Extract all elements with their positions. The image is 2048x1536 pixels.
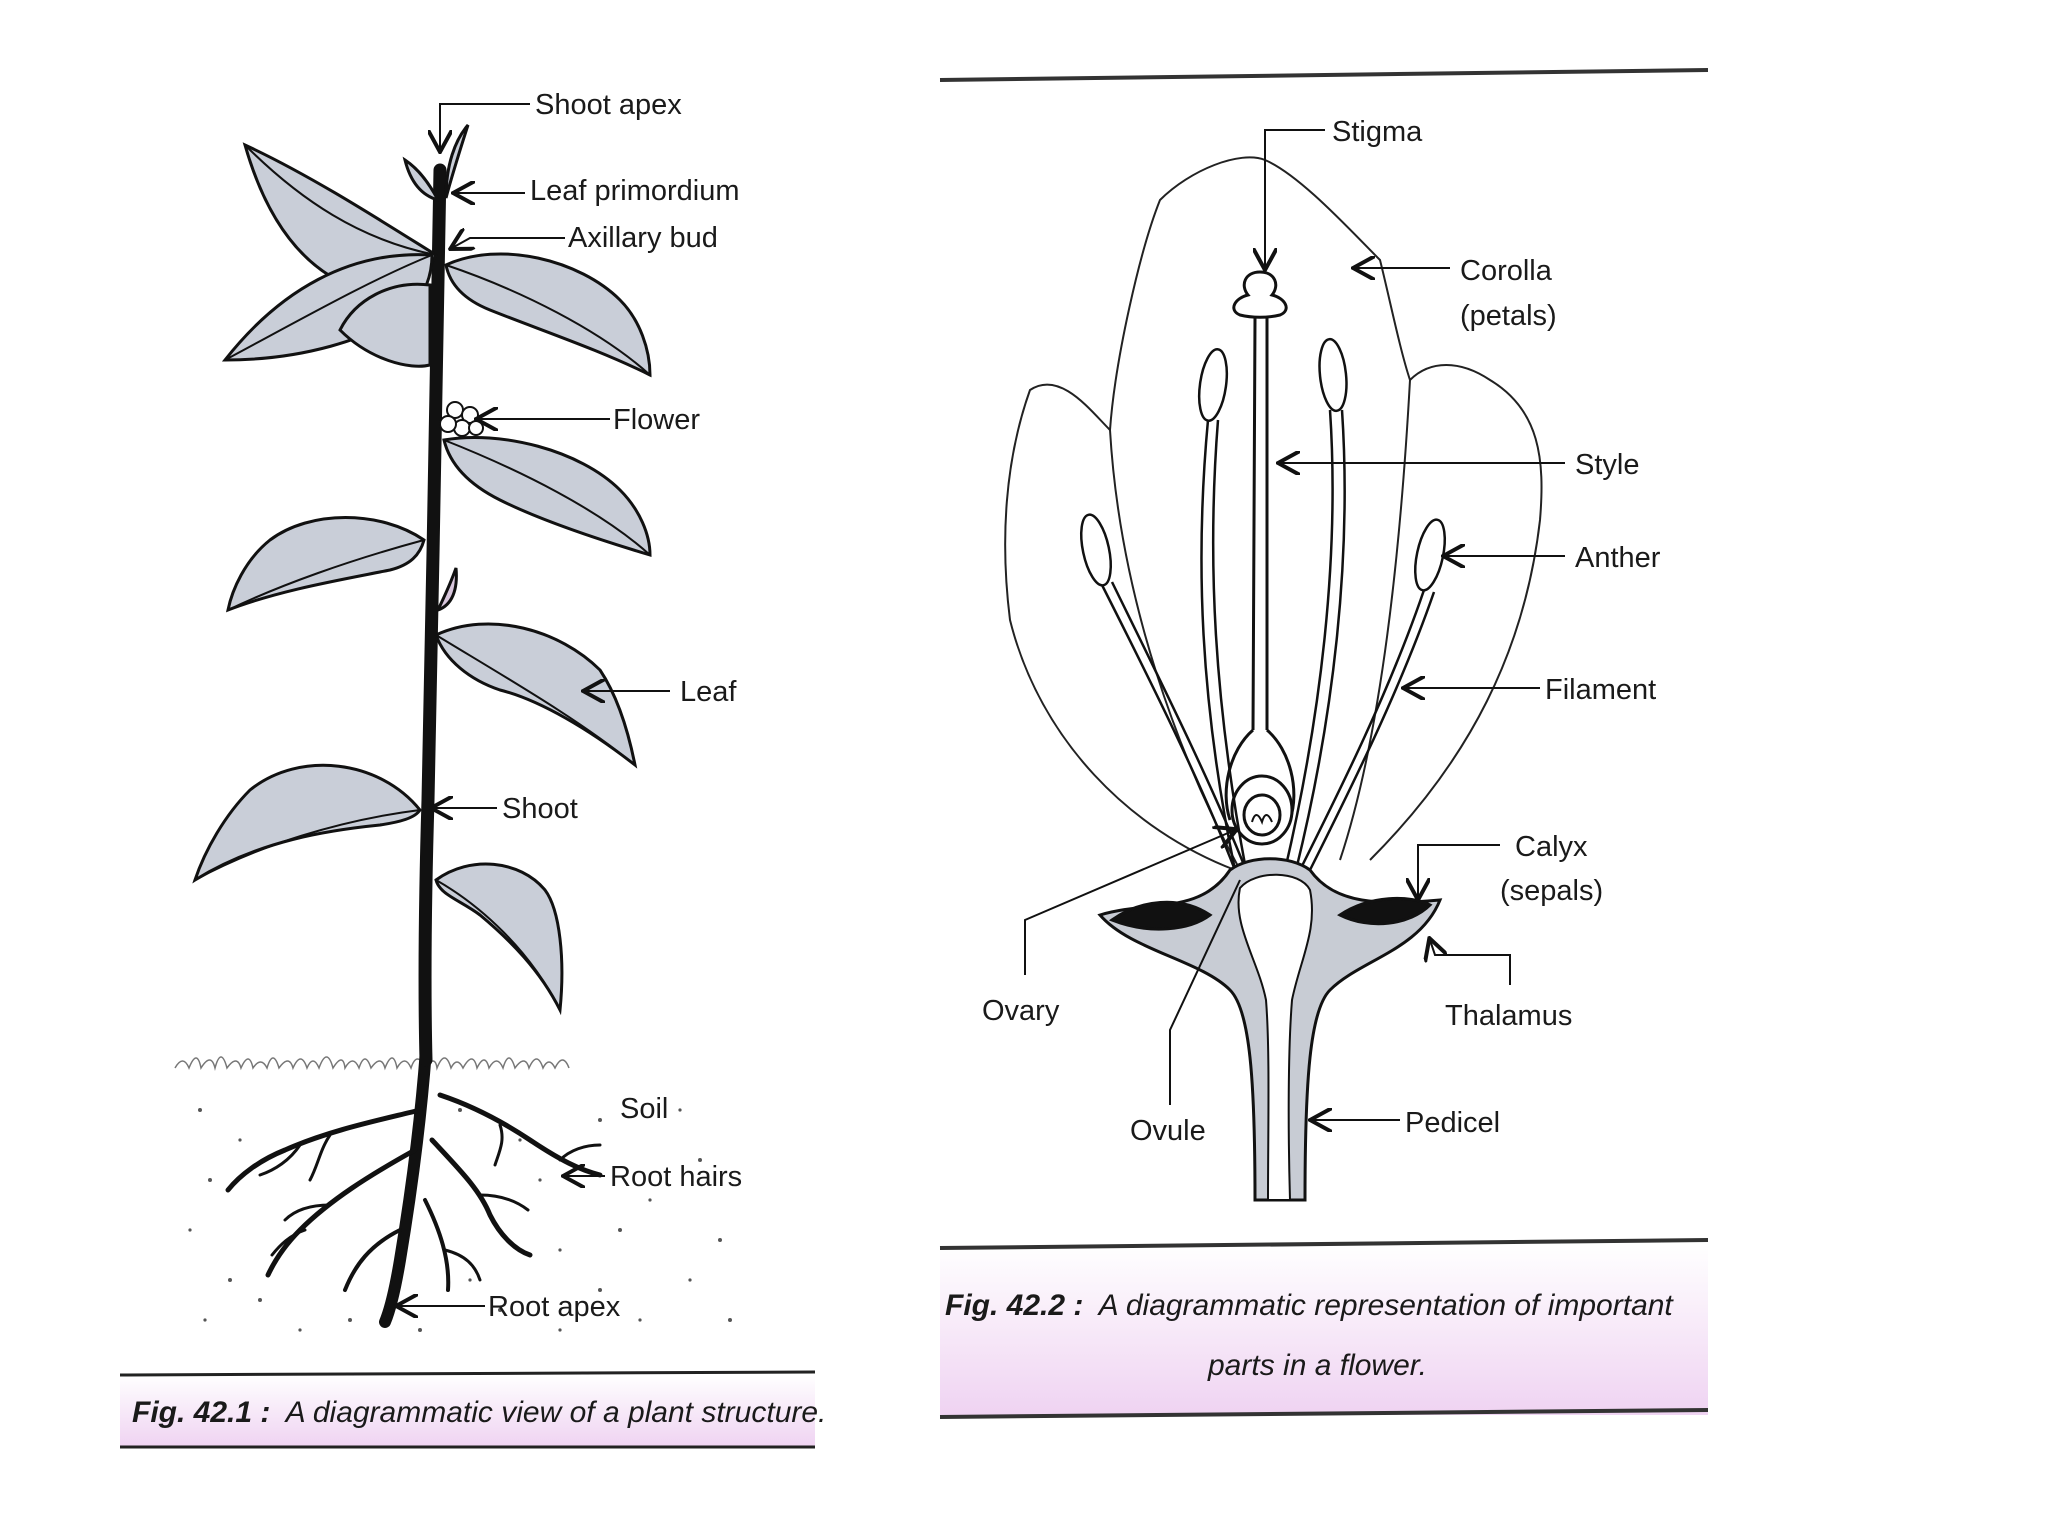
label-flower: Flower	[613, 404, 700, 436]
label-ovary: Ovary	[982, 995, 1060, 1027]
label-anther: Anther	[1575, 542, 1661, 574]
flower-figure: Stigma Corolla (petals) Style Anther Fil…	[939, 68, 1709, 1419]
label-stigma: Stigma	[1332, 116, 1423, 148]
flower-leader-lines	[1024, 129, 1565, 1120]
label-calyx-sub: (sepals)	[1500, 875, 1603, 907]
label-style: Style	[1575, 449, 1639, 481]
root-system	[225, 1044, 603, 1328]
svg-text:Fig. 42.1 : A diagramm: Fig. 42.1 : A diagrammatic view of a pla…	[132, 1396, 826, 1429]
receptacle	[1097, 857, 1443, 1202]
label-ovule: Ovule	[1130, 1115, 1206, 1147]
plant-leader-lines	[398, 103, 670, 1306]
label-shoot: Shoot	[502, 793, 578, 825]
plant-figure: Shoot apex Leaf primordium Axillary bud …	[119, 89, 826, 1449]
label-pedicel: Pedicel	[1405, 1107, 1500, 1139]
label-corolla: Corolla	[1460, 255, 1553, 287]
plant-caption-text: A diagrammatic view of a plant structure…	[284, 1396, 827, 1429]
label-filament: Filament	[1545, 674, 1656, 706]
flower-caption-line1: A diagrammatic representation of importa…	[1097, 1289, 1675, 1322]
label-axillary-bud: Axillary bud	[568, 222, 718, 254]
label-shoot-apex: Shoot apex	[535, 89, 682, 121]
pistil	[1224, 270, 1296, 846]
flower-caption-line2: parts in a flower.	[1207, 1349, 1427, 1382]
plant-flower	[439, 401, 484, 437]
stamens	[1079, 337, 1447, 871]
label-leaf: Leaf	[680, 676, 737, 708]
label-root-hairs: Root hairs	[610, 1161, 742, 1193]
flower-caption: Fig. 42.2 : A diagrammatic representatio…	[939, 1238, 1709, 1419]
leaves	[192, 124, 652, 1016]
label-corolla-sub: (petals)	[1460, 300, 1557, 332]
label-soil: Soil	[620, 1093, 668, 1125]
label-calyx: Calyx	[1515, 831, 1588, 863]
plant-caption-fig: Fig. 42.1 :	[132, 1396, 270, 1429]
svg-text:Fig. 42.2 : A diagramm: Fig. 42.2 : A diagrammatic representatio…	[945, 1289, 1674, 1322]
soil-area	[174, 1056, 732, 1332]
flower-caption-fig: Fig. 42.2 :	[945, 1289, 1083, 1322]
label-leaf-primordium: Leaf primordium	[530, 175, 740, 207]
label-thalamus: Thalamus	[1445, 1000, 1572, 1032]
shoot-stem	[418, 163, 447, 1067]
label-root-apex: Root apex	[488, 1291, 621, 1323]
plant-caption: Fig. 42.1 : A diagrammatic view of a pla…	[119, 1370, 826, 1449]
